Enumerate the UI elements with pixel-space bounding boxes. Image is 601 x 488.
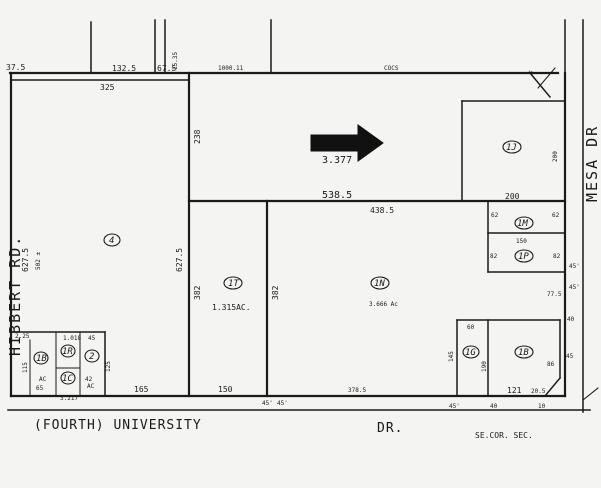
dim-sm-25: 2.25 (15, 333, 30, 340)
parcel-1b-marker (514, 345, 534, 359)
parcel-1b-cut-line (543, 376, 562, 398)
parcel-1r-marker (60, 344, 76, 358)
dim-45-b1: 45' (262, 400, 273, 407)
parcel-4-marker (103, 233, 121, 247)
parcel-1m-label: 1M (517, 219, 528, 229)
parcel-2-marker (84, 349, 100, 363)
parcel-1p-label: 1P (518, 252, 529, 262)
dim-45-b3: 45' (449, 403, 460, 410)
dim-right-200h: 200 (505, 192, 520, 201)
dim-left-6275: 627.5 (21, 248, 30, 272)
dim-right-200v: 200 (552, 151, 559, 162)
dim-cut: 20.5 (531, 388, 546, 395)
dim-775: 77.5 (547, 291, 562, 298)
dim-sm-ac2: AC (87, 383, 95, 390)
dim-40: 40 (567, 316, 575, 323)
dim-45-b2: 45' (277, 400, 288, 407)
parcel-4-label: 4 (109, 236, 114, 246)
dim-top-5: 5 (528, 69, 536, 76)
mesa-tick (582, 387, 599, 401)
dim-62a: 62 (491, 212, 499, 219)
dim-375: 37.5 (6, 63, 25, 72)
corner-diagonal-2 (537, 67, 556, 89)
dim-top-right: 1000.11 (218, 65, 244, 72)
dim-82b: 82 (553, 253, 561, 260)
dim-1325: 132.5 (112, 64, 136, 73)
dim-82a: 82 (490, 253, 498, 260)
dim-sm-3: 3.217 (60, 395, 78, 402)
dim-45a: 45' (569, 263, 580, 270)
parcel-1j-marker (502, 140, 522, 154)
parcel-1n-marker (370, 276, 390, 290)
dim-238: 238 (193, 129, 202, 144)
dim-1535: 15.35 (172, 52, 179, 70)
dim-150: 150 (516, 238, 527, 245)
hibbert-road-label: HIBBERT RD. (6, 235, 24, 356)
parcel-2-label: 2 (89, 352, 94, 362)
parcel-1n-label: 1N (374, 279, 385, 289)
dim-86: 86 (547, 361, 555, 368)
pointer-arrow-icon (310, 124, 384, 162)
parcel-1g-marker (462, 345, 480, 359)
dim-675: 67.5 (157, 64, 176, 73)
dim-top-mid: COCS (384, 65, 399, 72)
dim-sm-ac: AC (39, 376, 47, 383)
mesa-drive-label: MESA DR (583, 125, 601, 202)
dim-165: 165 (134, 385, 149, 394)
dim-40-bottom: 40 (490, 403, 498, 410)
dim-sm-115: 115 (22, 362, 29, 373)
dim-62b: 62 (552, 212, 560, 219)
dim-3785: 378.5 (348, 387, 366, 394)
dim-sm-65: 65 (36, 385, 44, 392)
dim-45b: 45' (569, 284, 580, 291)
parcel-1t-marker (223, 276, 243, 290)
parcel-1t-area: 1.315AC. (212, 303, 251, 312)
dim-sm-45: 45 (88, 335, 96, 342)
dim-sm-top: 1.018 (63, 335, 81, 342)
dim-60: 60 (467, 324, 475, 331)
parcel-1b-small-marker (33, 351, 49, 365)
university-drive-label: (FOURTH) UNIVERSITY (34, 418, 202, 433)
parcel-1r-label: 1R (62, 347, 73, 357)
dim-sm-125: 125 (105, 361, 112, 372)
dim-left-502: 502 ± (35, 252, 42, 270)
dim-325: 325 (100, 83, 115, 92)
dim-45g: 45 (566, 353, 574, 360)
dim-150-bottom: 150 (218, 385, 233, 394)
dim-121: 121 (507, 386, 522, 395)
parcel-1j-label: 1J (506, 143, 517, 153)
dim-v-6275: 627.5 (175, 248, 184, 272)
parcel-3377-label: 3.377 (322, 155, 352, 166)
parcel-1t-label: 1T (228, 279, 239, 289)
dim-382a: 382 (193, 285, 202, 300)
parcel-1n-area: 3.666 Ac (369, 301, 398, 308)
parcel-1c-label: 1C (62, 374, 73, 384)
dim-4385: 438.5 (370, 206, 394, 215)
parcel-1p-marker (514, 249, 534, 263)
dim-10-bottom: 10 (538, 403, 546, 410)
parcel-1b-small-label: 1B (36, 354, 47, 364)
corner-note-label: SE.COR. SEC. (475, 431, 533, 440)
dim-5385: 538.5 (322, 190, 352, 201)
dim-sm-42: 42 (85, 376, 93, 383)
dim-382b: 382 (271, 285, 280, 300)
dim-190: 190 (481, 361, 488, 372)
parcel-1c-marker (60, 371, 76, 385)
university-drive-suffix: DR. (377, 421, 403, 436)
dim-145: 145 (448, 351, 455, 362)
parcel-1b-label: 1B (518, 348, 529, 358)
parcel-1m-marker (514, 216, 534, 230)
parcel-1g-label: 1G (465, 348, 476, 358)
